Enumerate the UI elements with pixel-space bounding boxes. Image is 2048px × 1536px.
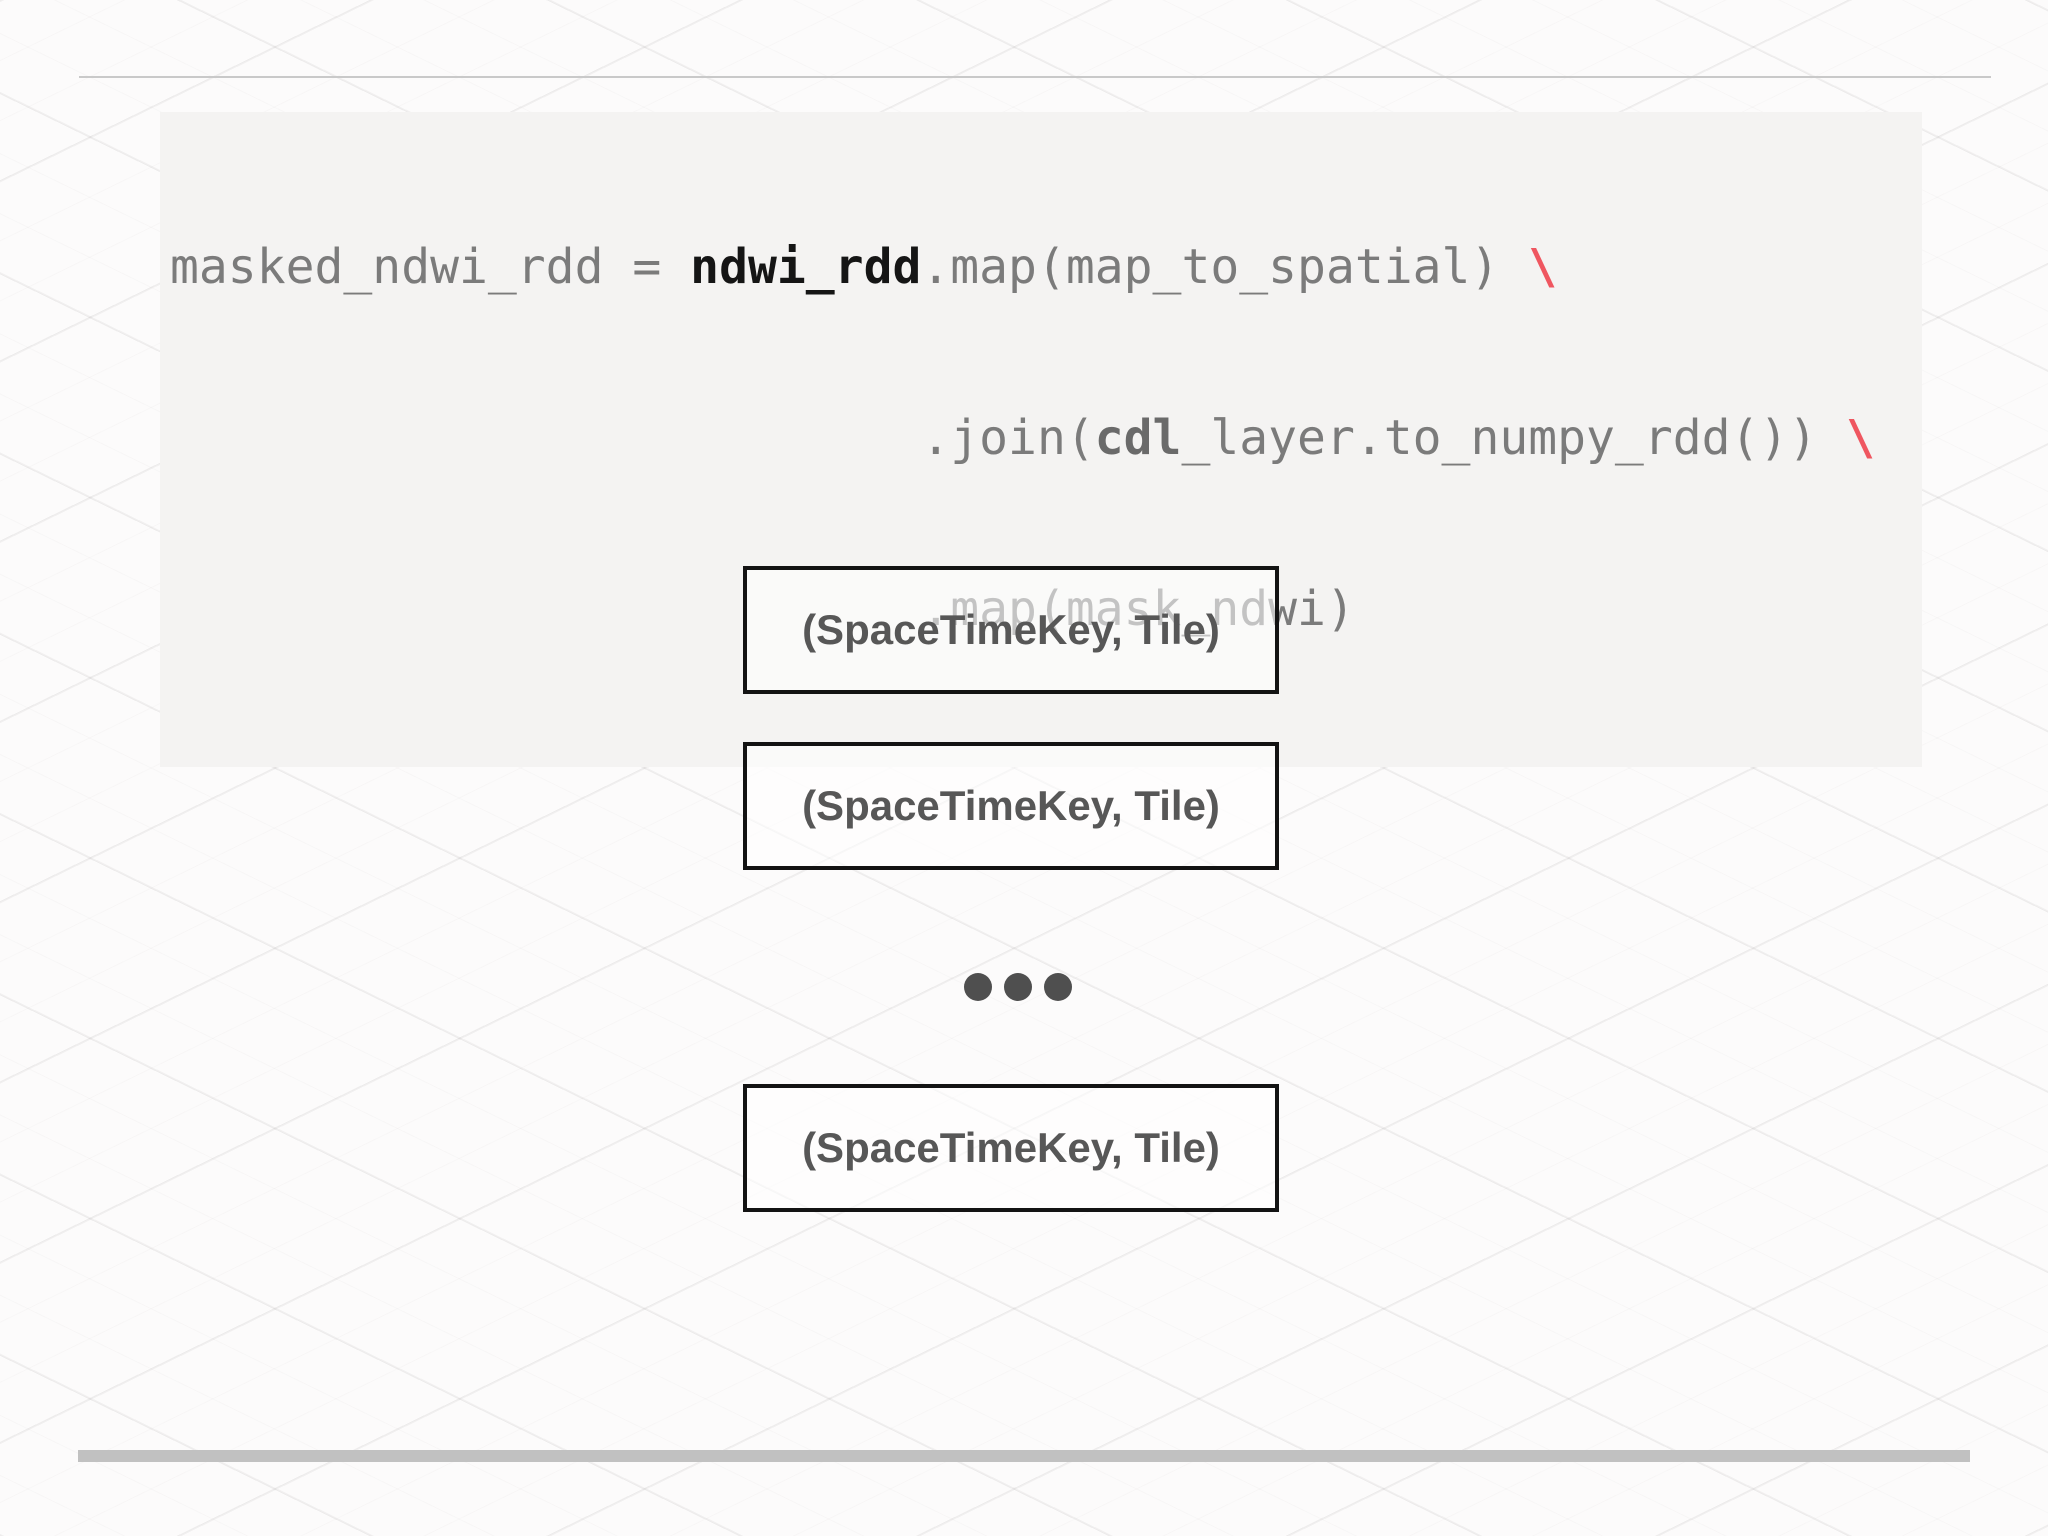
code-line-continuation-backslash: \ xyxy=(1528,239,1558,295)
code-line-continuation-backslash: \ xyxy=(1846,410,1876,466)
spacetimekey-tile-box-2: (SpaceTimeKey, Tile) xyxy=(743,742,1279,870)
spacetimekey-tile-box-1: (SpaceTimeKey, Tile) xyxy=(743,566,1279,694)
spacetimekey-tile-box-3: (SpaceTimeKey, Tile) xyxy=(743,1084,1279,1212)
code-line: masked_ndwi_rdd = ndwi_rdd.map(map_to_sp… xyxy=(170,239,1922,296)
ellipsis-icon xyxy=(964,973,1072,1001)
code-segment-bold-variable: ndwi_rdd xyxy=(690,239,922,295)
code-line: .join(cdl_layer.to_numpy_rdd()) \ xyxy=(170,410,1922,467)
spacetimekey-tile-label: (SpaceTimeKey, Tile) xyxy=(802,606,1220,653)
ellipsis-dot xyxy=(1044,973,1072,1001)
code-segment: _layer.to_numpy_rdd()) xyxy=(1181,410,1847,466)
spacetimekey-tile-label: (SpaceTimeKey, Tile) xyxy=(802,1124,1220,1171)
bottom-divider-bar xyxy=(78,1450,1970,1462)
ellipsis-dot xyxy=(964,973,992,1001)
ellipsis-dot xyxy=(1004,973,1032,1001)
code-segment: masked_ndwi_rdd = xyxy=(170,239,691,295)
code-segment: .join( xyxy=(170,410,1095,466)
code-segment: .map(map_to_spatial) xyxy=(921,239,1529,295)
top-divider-line xyxy=(79,76,1991,78)
spacetimekey-tile-label: (SpaceTimeKey, Tile) xyxy=(802,782,1220,829)
code-segment-bold-variable: cdl xyxy=(1094,410,1182,466)
